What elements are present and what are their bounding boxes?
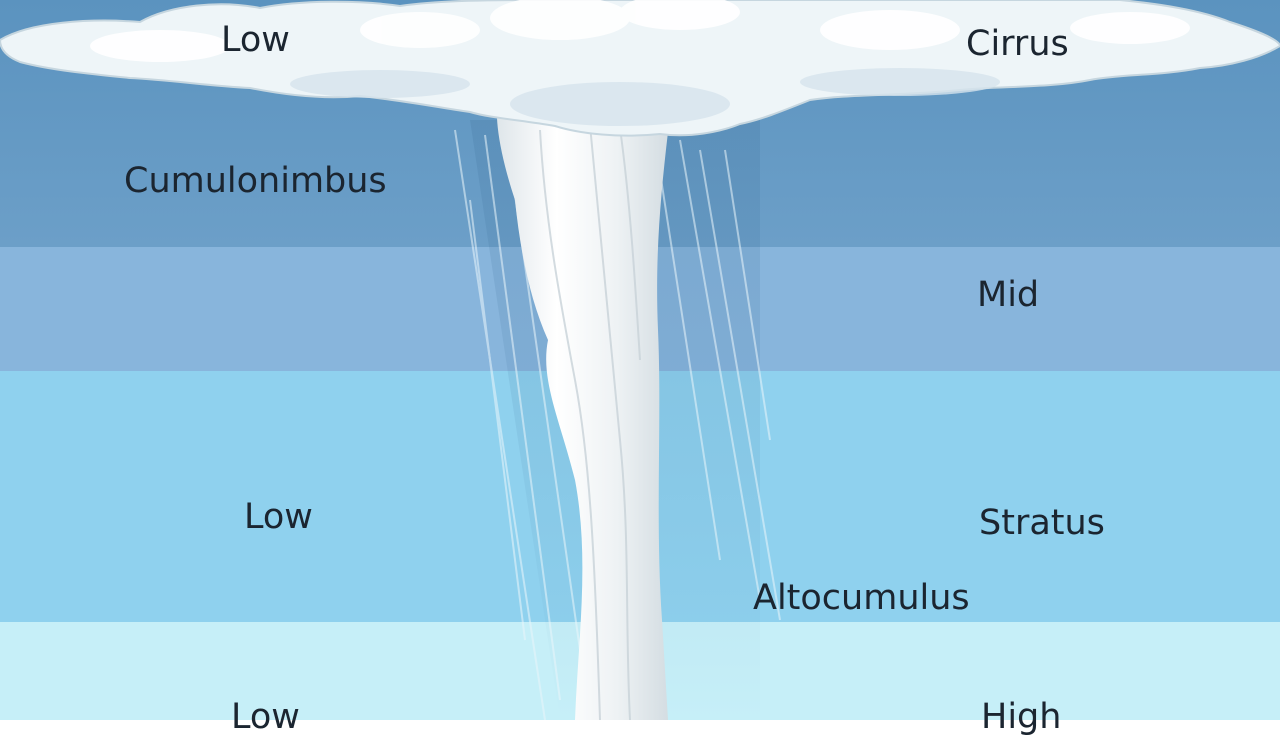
label-mid: Mid (977, 275, 1040, 315)
label-low-middle: Low (244, 497, 313, 537)
column-streaks (539, 124, 641, 720)
cloud-highlights (90, 0, 1190, 62)
label-low-bottom: Low (231, 697, 300, 737)
label-cirrus: Cirrus (966, 24, 1069, 64)
cloud-illustration (0, 0, 1280, 720)
label-stratus: Stratus (979, 503, 1105, 543)
label-altocumulus: Altocumulus (753, 578, 970, 618)
rain-streaks (454, 129, 781, 720)
cloud-column (497, 117, 668, 720)
cloud-shading (290, 68, 1000, 126)
label-high: High (981, 697, 1062, 737)
label-cumulonimbus: Cumulonimbus (124, 161, 387, 201)
label-low-top: Low (221, 20, 290, 60)
